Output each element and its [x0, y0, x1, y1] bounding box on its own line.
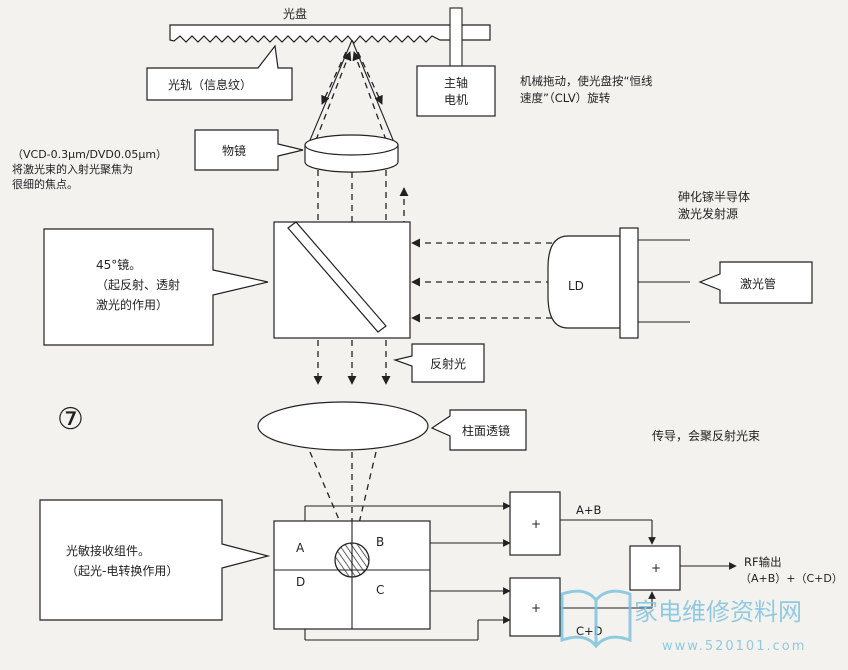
ld-label: LD — [568, 279, 584, 293]
laser-source-1: 砷化镓半导体 — [678, 189, 750, 204]
laser-diode: LD — [547, 227, 690, 339]
spindle-motor: 主轴 电机 — [416, 7, 496, 117]
reflected-light-callout: 反射光 — [392, 343, 485, 383]
book-logo-icon — [560, 589, 632, 649]
objective-lens-label: 物镜 — [222, 143, 246, 158]
converge-note: 传导，会聚反射光束 — [652, 428, 760, 443]
photodetector-label-2: （起光-电转换作用） — [66, 563, 178, 578]
beam-splitter — [273, 221, 411, 339]
disc-label: 光盘 — [283, 6, 307, 21]
motor-note-2: 速度”（CLV）旋转 — [520, 91, 611, 105]
photodetector: A B C D — [273, 520, 431, 630]
adder-ab: + — [509, 491, 561, 556]
quad-c: C — [376, 583, 384, 597]
photodetector-label-1: 光敏接收组件。 — [66, 543, 150, 558]
motor-label-2: 电机 — [444, 93, 468, 107]
quad-a: A — [296, 541, 305, 555]
adder-cd: + — [509, 577, 561, 637]
vertical-beams — [313, 170, 409, 385]
focus-note-1: （VCD-0.3μm/DVD0.05μm） — [12, 148, 167, 161]
objective-lens — [304, 134, 399, 173]
adder-cd-sign: + — [531, 601, 541, 615]
motor-note-1: 机械拖动，使光盘按“恒线 — [520, 74, 653, 88]
rf-output-label-2: （A+B）+（C+D） — [740, 572, 843, 585]
mirror-callout: 45°镜。 （起反射、透射 激光的作用） — [43, 228, 269, 346]
focus-note-3: 很细的焦点。 — [12, 177, 78, 191]
cylindrical-lens-callout: 柱面透镜 — [430, 409, 527, 451]
objective-lens-callout: 物镜 — [194, 129, 304, 171]
laser-beams — [411, 238, 552, 323]
quad-d: D — [296, 575, 305, 589]
motor-label-1: 主轴 — [444, 75, 468, 90]
track-callout: 光轨（信息纹） — [146, 44, 293, 101]
optical-disc: 光盘 — [169, 6, 491, 44]
rf-output-label-1: RF输出 — [744, 555, 782, 569]
track-label: 光轨（信息纹） — [168, 77, 252, 92]
adder-rf-sign: + — [651, 561, 661, 575]
reflected-light-label: 反射光 — [430, 356, 466, 371]
watermark: 家电维修资料网 www.520101.com — [560, 589, 806, 654]
mirror-label-3: 激光的作用） — [96, 297, 168, 312]
laser-source-2: 激光发射源 — [678, 206, 738, 221]
signal-wiring — [304, 502, 737, 641]
hatched-circle-icon — [334, 542, 370, 578]
sum-ab-label: A+B — [576, 503, 602, 517]
laser-tube-label: 激光管 — [740, 276, 776, 291]
adder-ab-sign: + — [531, 517, 541, 531]
mirror-label-2: （起反射、透射 — [96, 277, 180, 292]
circle-number: ⑦ — [57, 402, 84, 437]
cylindrical-lens — [257, 401, 429, 451]
adder-rf: + — [629, 545, 681, 591]
mirror-label-1: 45°镜。 — [96, 257, 141, 272]
quad-b: B — [376, 535, 384, 549]
watermark-url: www.520101.com — [662, 639, 806, 654]
photodetector-callout: 光敏接收组件。 （起光-电转换作用） — [39, 499, 271, 621]
laser-tube-callout: 激光管 — [698, 261, 813, 304]
focus-note-2: 将激光束的入射光聚焦为 — [12, 162, 133, 176]
focus-cone — [304, 39, 399, 153]
watermark-title: 家电维修资料网 — [634, 598, 802, 626]
cylindrical-lens-label: 柱面透镜 — [462, 423, 510, 438]
